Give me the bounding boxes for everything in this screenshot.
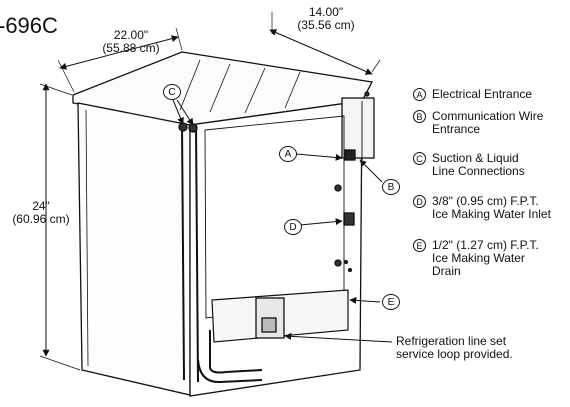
legend-badge: B (413, 110, 426, 123)
height-dimension-label: 24" (60.96 cm) (1, 200, 81, 226)
legend-badge: A (413, 88, 426, 101)
legend-item-d: D 3/8" (0.95 cm) F.P.T. Ice Making Water… (413, 195, 570, 221)
service-loop-note: Refrigeration line set service loop prov… (396, 334, 513, 361)
callout-b: B (382, 179, 400, 195)
legend-c: C Suction & Liquid Line Connections (413, 152, 570, 178)
callout-e: E (382, 294, 400, 310)
depth-dimension-label: 14.00" (35.56 cm) (286, 6, 366, 32)
legend-badge: D (413, 195, 426, 208)
legend: A Electrical Entrance (413, 88, 570, 101)
legend-e: E 1/2" (1.27 cm) F.P.T. Ice Making Water… (413, 239, 570, 278)
model-title: -696C (0, 13, 58, 38)
legend-item-b: B Communication Wire Entrance (413, 110, 570, 136)
control-box (341, 97, 375, 159)
callout-a: A (279, 146, 297, 162)
legend-item-e: E 1/2" (1.27 cm) F.P.T. Ice Making Water… (413, 239, 570, 278)
callout-c: C (163, 84, 181, 100)
depth-inches: 14.00" (308, 5, 344, 19)
cabinet-front (189, 100, 363, 397)
legend-item-c: C Suction & Liquid Line Connections (413, 152, 570, 178)
cabinet-left-side (77, 102, 191, 396)
height-cm: (60.96 cm) (12, 212, 70, 226)
legend-d: D 3/8" (0.95 cm) F.P.T. Ice Making Water… (413, 195, 570, 221)
callout-d: D (284, 219, 302, 235)
height-inches: 24" (32, 199, 50, 213)
legend-badge: E (413, 239, 426, 252)
width-dimension-label: 22.00" (55.88 cm) (91, 29, 171, 55)
legend-item-a: A Electrical Entrance (413, 88, 570, 101)
legend-badge: C (413, 152, 426, 165)
legend-b: B Communication Wire Entrance (413, 110, 570, 136)
width-cm: (55.88 cm) (102, 41, 160, 55)
width-inches: 22.00" (113, 28, 149, 42)
depth-cm: (35.56 cm) (297, 18, 355, 32)
